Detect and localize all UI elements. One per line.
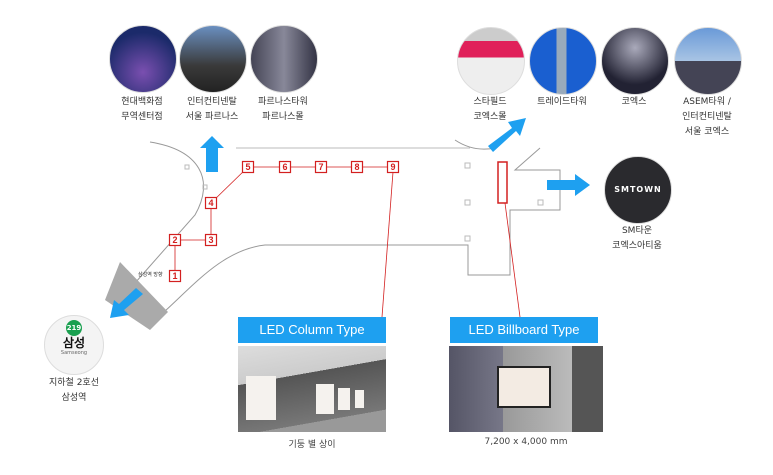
- column-number: 5: [245, 162, 250, 172]
- samseong-station-sign: 219 삼성 Samseong: [44, 315, 104, 375]
- led-billboard-caption: 7,200 x 4,000 mm: [484, 437, 568, 447]
- line-number-badge: 219: [66, 320, 82, 336]
- parnas-tower-photo: [250, 25, 318, 93]
- arrow-right-icon: [547, 174, 590, 196]
- led-column-caption: 기둥 별 상이: [288, 440, 336, 450]
- column-number: 7: [318, 162, 323, 172]
- exit-label: 삼성역 방향: [138, 271, 163, 278]
- column-number: 2: [172, 235, 177, 245]
- hyundai-dept-store-photo: [109, 25, 177, 93]
- station-roman: Samseong: [60, 350, 88, 356]
- column-marker-3[interactable]: 3: [204, 233, 218, 247]
- column-number: 9: [390, 162, 395, 172]
- smtown-photo: SMTOWN: [604, 156, 672, 224]
- landmark-label: 트레이드타워: [537, 97, 587, 107]
- column-number: 8: [354, 162, 359, 172]
- station-name: 삼성: [62, 336, 86, 350]
- column-marker-2[interactable]: 2: [168, 233, 182, 247]
- arrow-up-icon: [200, 136, 224, 172]
- asem-tower-photo: [674, 27, 742, 95]
- column-number: 1: [172, 271, 177, 281]
- column-marker-1[interactable]: 1: [168, 269, 182, 283]
- led-column-type-header: LED Column Type: [238, 317, 386, 343]
- led-column-photo: [238, 346, 386, 432]
- column-marker-8[interactable]: 8: [350, 160, 364, 174]
- column-marker-7[interactable]: 7: [314, 160, 328, 174]
- column-number: 4: [208, 198, 213, 208]
- starfield-photo: [457, 27, 525, 95]
- coex-photo: [601, 27, 669, 95]
- column-marker-9[interactable]: 9: [386, 160, 400, 174]
- column-number: 3: [208, 235, 213, 245]
- trade-tower-photo: [529, 27, 597, 95]
- billboard-marker[interactable]: [497, 161, 508, 204]
- led-billboard-photo: [449, 346, 603, 432]
- arrow-down-left-icon: [110, 288, 143, 318]
- landmark-label: 코엑스: [621, 97, 647, 107]
- column-marker-4[interactable]: 4: [204, 196, 218, 210]
- column-marker-6[interactable]: 6: [278, 160, 292, 174]
- column-marker-5[interactable]: 5: [241, 160, 255, 174]
- arrow-diagonal-icon: [488, 118, 526, 152]
- column-number: 6: [282, 162, 287, 172]
- intercontinental-parnas-photo: [179, 25, 247, 93]
- led-billboard-type-header: LED Billboard Type: [450, 317, 598, 343]
